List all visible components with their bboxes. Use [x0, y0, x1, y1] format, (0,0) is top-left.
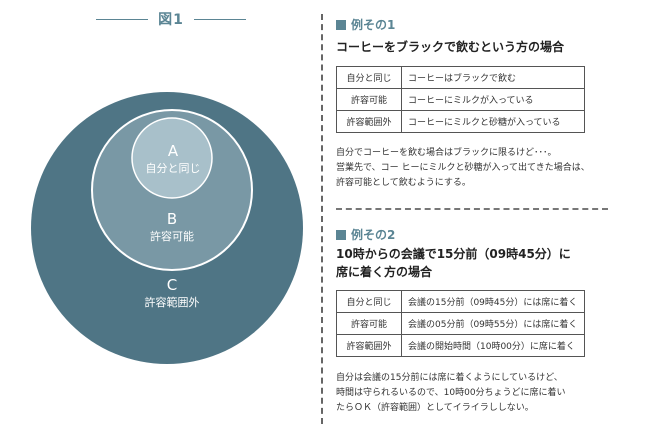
- row-key: 自分と同じ: [336, 290, 402, 313]
- square-bullet-icon: [336, 229, 346, 240]
- row-value: コーヒーにミルクと砂糖が入っている: [401, 110, 585, 133]
- table-row: 許容範囲外 コーヒーにミルクと砂糖が入っている: [336, 110, 585, 133]
- example1-body: 自分でコーヒーを飲む場合はブラックに限るけど･･･。 営業先で、コー ヒーにミル…: [336, 146, 626, 191]
- example1-heading-text: 例その1: [351, 18, 396, 32]
- table-row: 自分と同じ コーヒーはブラックで飲む: [336, 66, 585, 89]
- example2-title-line: 10時からの会議で15分前（09時45分）に: [336, 247, 571, 261]
- table-row: 許容範囲外 会議の開始時間（10時00分）に席に着く: [336, 334, 585, 357]
- square-bullet-icon: [336, 19, 346, 30]
- row-value: 会議の15分前（09時45分）には席に着く: [401, 290, 585, 313]
- circle-c-label: 許容範囲外: [145, 295, 200, 309]
- body-line: 許容可能として飲むようにする。: [336, 178, 471, 188]
- title-rule-right: [193, 18, 246, 20]
- body-line: 営業先で、コー ヒーにミルクと砂糖が入って出てきた場合は、: [336, 163, 590, 173]
- circle-b-letter: B: [167, 210, 177, 228]
- table-row: 許容可能 会議の05分前（09時55分）には席に着く: [336, 312, 585, 335]
- vertical-divider: [321, 14, 323, 424]
- example2-heading: 例その2: [336, 226, 395, 243]
- circle-inner-a: [131, 117, 213, 199]
- circle-c-letter: C: [167, 276, 177, 294]
- circle-a-letter: A: [168, 142, 179, 160]
- example2-heading-text: 例その2: [351, 228, 396, 242]
- row-key: 自分と同じ: [336, 66, 402, 89]
- figure-title-text: 図1: [158, 12, 184, 28]
- example2-table: 自分と同じ 会議の15分前（09時45分）には席に着く 許容可能 会議の05分前…: [336, 290, 585, 357]
- example2-title: 10時からの会議で15分前（09時45分）に 席に着く方の場合: [336, 245, 571, 281]
- row-value: 会議の05分前（09時55分）には席に着く: [401, 312, 585, 335]
- table-row: 許容可能 コーヒーにミルクが入っている: [336, 88, 585, 111]
- body-line: 自分は会議の15分前には席に着くようにしているけど、: [336, 373, 563, 383]
- example1-table: 自分と同じ コーヒーはブラックで飲む 許容可能 コーヒーにミルクが入っている 許…: [336, 66, 585, 133]
- horizontal-divider: [336, 208, 608, 210]
- row-value: 会議の開始時間（10時00分）に席に着く: [401, 334, 585, 357]
- row-key: 許容可能: [336, 88, 402, 111]
- row-value: コーヒーにミルクが入っている: [401, 88, 585, 111]
- example2-title-line: 席に着く方の場合: [336, 265, 433, 279]
- body-line: 時間は守られるいるので、10時00分ちょうどに席に着い: [336, 388, 566, 398]
- body-line: たらＯＫ（許容範囲）としてイライラししない。: [336, 403, 534, 413]
- circle-b-label: 許容可能: [150, 229, 194, 243]
- example1-title: コーヒーをブラックで飲むという方の場合: [336, 40, 565, 54]
- example2-body: 自分は会議の15分前には席に着くようにしているけど、 時間は守られるいるので、1…: [336, 371, 626, 416]
- row-value: コーヒーはブラックで飲む: [401, 66, 585, 89]
- title-rule-left: [96, 18, 149, 20]
- row-key: 許容範囲外: [336, 334, 402, 357]
- body-line: 自分でコーヒーを飲む場合はブラックに限るけど･･･。: [336, 148, 557, 158]
- example1-heading: 例その1: [336, 16, 395, 33]
- tolerance-circles-diagram: A 自分と同じ B 許容可能 C 許容範囲外: [31, 92, 303, 364]
- figure-title: 図1: [96, 10, 246, 28]
- table-row: 自分と同じ 会議の15分前（09時45分）には席に着く: [336, 290, 585, 313]
- row-key: 許容範囲外: [336, 110, 402, 133]
- circle-a-label: 自分と同じ: [146, 162, 201, 175]
- row-key: 許容可能: [336, 312, 402, 335]
